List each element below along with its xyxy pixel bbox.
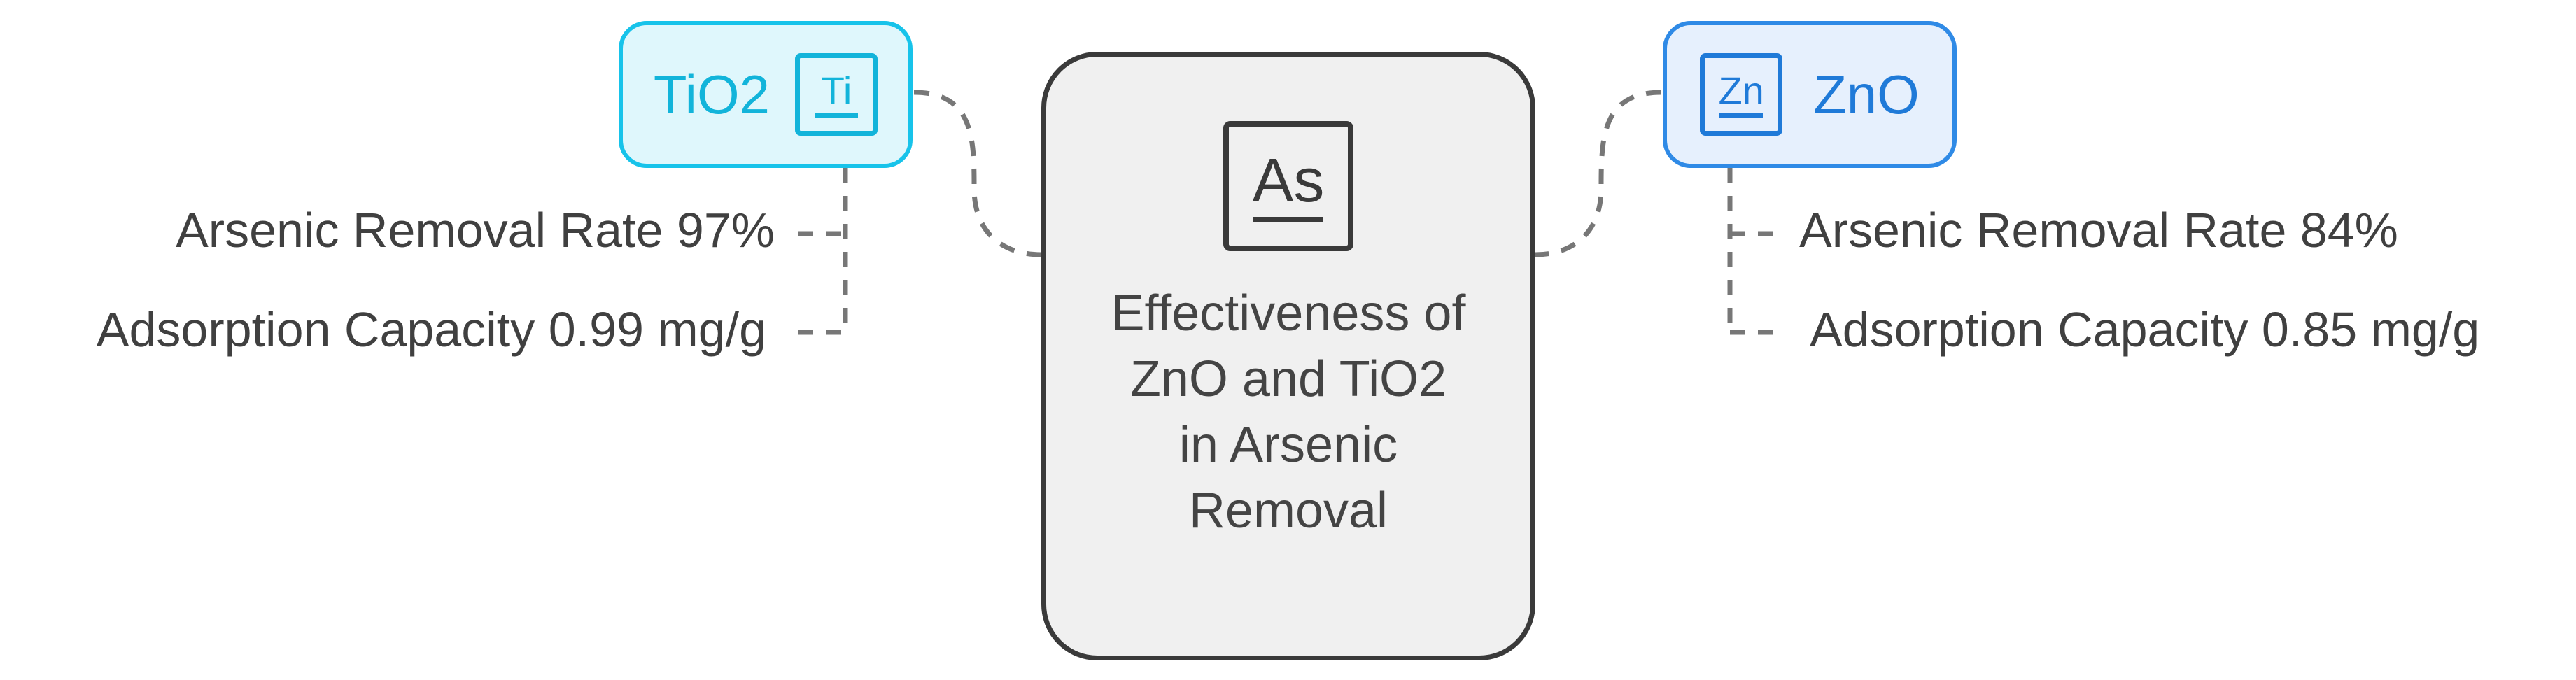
- zno-adsorption-capacity: Adsorption Capacity 0.85 mg/g: [1810, 302, 2480, 357]
- tio2-label: TiO2: [653, 63, 770, 125]
- tio2-adsorption-capacity: Adsorption Capacity 0.99 mg/g: [96, 302, 766, 357]
- zno-label: ZnO: [1813, 63, 1920, 125]
- zno-node: Zn ZnO: [1663, 21, 1957, 168]
- titanium-symbol: Ti: [820, 69, 852, 113]
- connector-tio2-to-center: [913, 90, 1042, 257]
- titanium-symbol-underline: [815, 113, 859, 118]
- zinc-symbol: Zn: [1718, 69, 1764, 113]
- zinc-element-icon: Zn: [1700, 53, 1783, 136]
- zinc-symbol-underline: [1719, 113, 1764, 118]
- arsenic-element-icon: As: [1223, 121, 1353, 251]
- titanium-element-icon: Ti: [795, 53, 878, 136]
- connector-zno-to-center: [1535, 90, 1662, 257]
- center-title: Effectiveness of ZnO and TiO2 in Arsenic…: [1111, 285, 1466, 539]
- arsenic-symbol: As: [1252, 146, 1325, 215]
- zno-removal-rate: Arsenic Removal Rate 84%: [1799, 203, 2398, 257]
- tio2-node: TiO2 Ti: [619, 21, 913, 168]
- arsenic-symbol-underline: [1253, 217, 1323, 222]
- tio2-removal-rate: Arsenic Removal Rate 97%: [176, 203, 775, 257]
- center-topic-node: As Effectiveness of ZnO and TiO2 in Arse…: [1041, 52, 1535, 660]
